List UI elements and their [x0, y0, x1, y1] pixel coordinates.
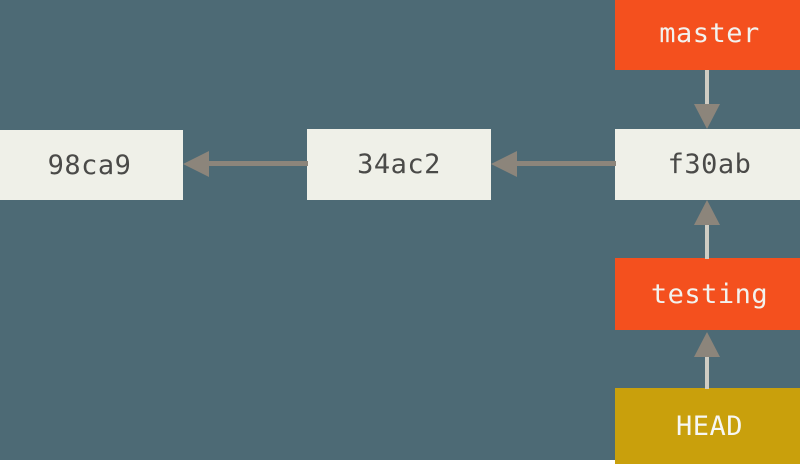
- commit-node-98ca9[interactable]: 98ca9: [0, 130, 183, 200]
- commit-node-34ac2[interactable]: 34ac2: [307, 129, 491, 200]
- arrow-head-up-icon: [694, 200, 720, 225]
- branch-label-testing: testing: [650, 278, 769, 310]
- commit-label-34ac2: 34ac2: [357, 149, 441, 180]
- commit-label-f30ab: f30ab: [667, 149, 752, 180]
- arrow-head-left-icon: [183, 151, 209, 177]
- branch-node-master[interactable]: master: [615, 0, 800, 70]
- head-pointer-node[interactable]: HEAD: [615, 388, 800, 464]
- commit-label-98ca9: 98ca9: [47, 149, 132, 181]
- branch-label-master: master: [659, 17, 760, 49]
- arrow-head-up-icon: [694, 332, 720, 357]
- arrow-shaft: [705, 355, 709, 389]
- arrow-shaft: [705, 223, 709, 259]
- arrow-head-left-icon: [491, 151, 517, 177]
- arrow-shaft: [705, 70, 709, 106]
- arrow-shaft: [517, 161, 616, 166]
- commit-node-f30ab[interactable]: f30ab: [615, 129, 800, 200]
- head-pointer-label: HEAD: [675, 410, 744, 442]
- branch-node-testing[interactable]: testing: [615, 258, 800, 330]
- arrow-head-down-icon: [694, 104, 720, 129]
- arrow-shaft: [209, 161, 308, 166]
